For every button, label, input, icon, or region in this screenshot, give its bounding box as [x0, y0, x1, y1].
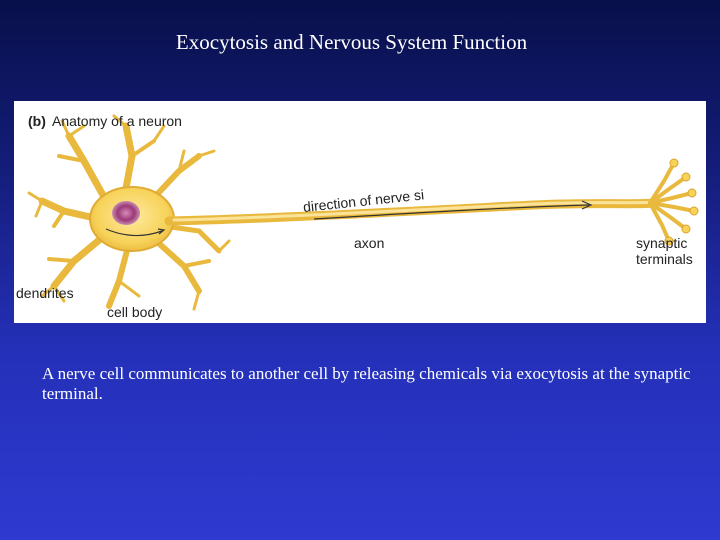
- label-axon: axon: [354, 235, 385, 251]
- slide-title: Exocytosis and Nervous System Function: [175, 30, 528, 54]
- neuron-illustration: [27, 114, 699, 311]
- label-synaptic-line1: synaptic: [636, 235, 688, 251]
- panel-letter: (b): [28, 113, 46, 129]
- neuron-figure: (b) Anatomy of a neuron direction of ner…: [14, 101, 706, 323]
- nucleus-shape: [112, 201, 140, 225]
- label-synaptic-terminals: synaptic terminals: [636, 235, 693, 267]
- label-cell-body: cell body: [107, 304, 163, 320]
- dendrites: [27, 114, 231, 311]
- slide-caption: A nerve cell communicates to another cel…: [42, 364, 691, 403]
- terminal-buttons: [664, 158, 699, 246]
- direction-arrow: [313, 204, 590, 220]
- label-dendrites: dendrites: [16, 285, 74, 301]
- label-synaptic-line2: terminals: [636, 251, 693, 267]
- synaptic-terminals: [648, 161, 696, 243]
- panel-heading: Anatomy of a neuron: [52, 113, 182, 129]
